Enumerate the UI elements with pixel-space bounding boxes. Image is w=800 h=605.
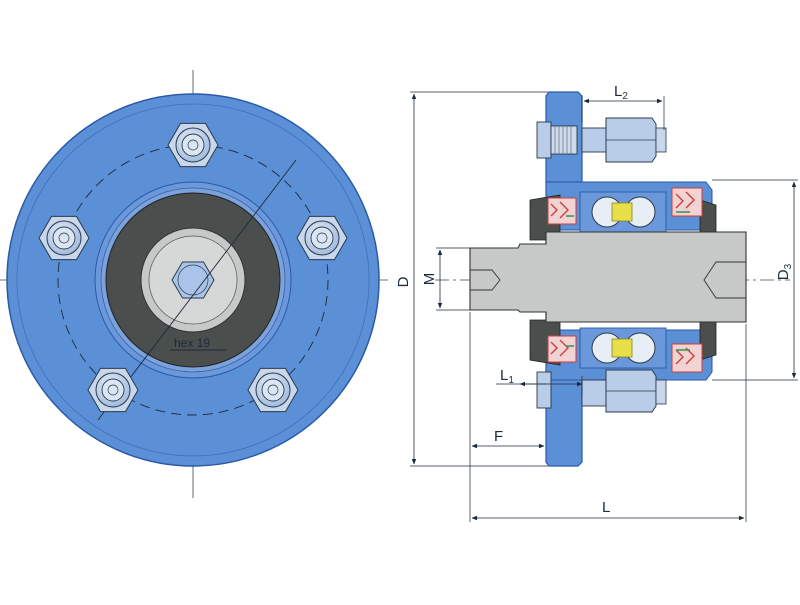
bolt-top bbox=[167, 122, 219, 168]
seal-lower-left bbox=[547, 335, 577, 363]
dimension-D-label: D bbox=[395, 276, 412, 287]
dimension-D3-label: D3 bbox=[775, 263, 794, 280]
seal-lower-right bbox=[671, 343, 703, 373]
dimension-L1-label: L1 bbox=[500, 367, 514, 386]
bolt-upper-left bbox=[38, 215, 90, 261]
hex-leader-line bbox=[97, 159, 297, 421]
bolt-circle bbox=[57, 144, 329, 416]
shaft bbox=[469, 231, 747, 323]
cage-upper bbox=[611, 202, 633, 222]
dimension-M: M bbox=[421, 247, 470, 311]
shaft-center-bore bbox=[470, 269, 501, 291]
dimension-D: D bbox=[395, 91, 548, 467]
bolt-side-top bbox=[536, 117, 667, 163]
seal-upper-right bbox=[671, 187, 703, 217]
cage-lower bbox=[611, 338, 633, 358]
dimension-L2-label: L2 bbox=[614, 83, 628, 102]
seal-upper-left bbox=[547, 197, 577, 225]
dimension-F: F bbox=[469, 312, 545, 522]
section-view: D M D3 L2 L1 bbox=[395, 83, 798, 522]
dimension-M-label: M bbox=[421, 273, 438, 286]
hex-label: hex 19 bbox=[174, 336, 210, 350]
flange-inner-edge bbox=[16, 103, 370, 457]
dimension-L: L bbox=[471, 324, 747, 522]
dimension-L1: L1 bbox=[496, 367, 583, 396]
dimension-F-label: F bbox=[494, 428, 503, 445]
front-view: hex 19 bbox=[0, 70, 388, 498]
bolt-side-bottom bbox=[536, 369, 667, 413]
bolt-lower-left bbox=[87, 367, 139, 413]
dimension-D3: D3 bbox=[712, 179, 798, 381]
shaft-hex-socket bbox=[703, 261, 746, 299]
bolt-upper-right bbox=[296, 215, 348, 261]
bolt-lower-right bbox=[247, 367, 299, 413]
dimension-L-label: L bbox=[602, 499, 610, 516]
dimension-L2: L2 bbox=[581, 83, 665, 130]
hex-socket bbox=[171, 261, 215, 299]
